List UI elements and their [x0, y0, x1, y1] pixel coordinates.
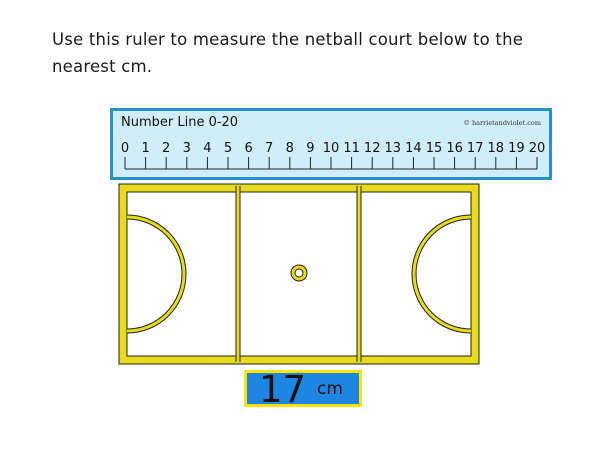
ruler-label-1: 1: [141, 141, 149, 156]
answer-unit: cm: [317, 379, 343, 399]
ruler-title: Number Line 0-20: [121, 115, 239, 130]
ruler-label-19: 19: [508, 141, 525, 156]
ruler-label-8: 8: [286, 141, 294, 156]
instruction-text: Use this ruler to measure the netball co…: [52, 30, 524, 76]
ruler-label-12: 12: [364, 141, 381, 156]
court-outer-line: [119, 184, 479, 364]
shooting-circle-left: [126, 215, 186, 333]
ruler-label-18: 18: [488, 141, 505, 156]
centre-circle: [291, 265, 307, 281]
ruler-label-13: 13: [385, 141, 402, 156]
ruler-label-10: 10: [323, 141, 340, 156]
ruler-label-14: 14: [405, 141, 422, 156]
ruler-label-4: 4: [203, 141, 211, 156]
court-inner-outline: [126, 191, 472, 357]
ruler-label-7: 7: [265, 141, 273, 156]
ruler-label-0: 0: [121, 141, 129, 156]
ruler-label-9: 9: [306, 141, 314, 156]
ruler-label-3: 3: [183, 141, 191, 156]
ruler: Number Line 0-20 © harrietandviolet.com …: [110, 108, 552, 180]
ruler-label-15: 15: [426, 141, 443, 156]
ruler-label-20: 20: [529, 141, 546, 156]
ruler-credit: © harrietandviolet.com: [463, 119, 541, 127]
answer-field: 17 cm: [247, 370, 359, 410]
court-inner-line: [123, 188, 475, 360]
shooting-circle-right: [412, 215, 472, 333]
ruler-label-2: 2: [162, 141, 170, 156]
ruler-label-17: 17: [467, 141, 484, 156]
ruler-label-11: 11: [343, 141, 360, 156]
court-drawing: [118, 183, 480, 365]
answer-value: 17: [259, 368, 307, 411]
netball-court: [118, 183, 480, 365]
ruler-label-16: 16: [446, 141, 463, 156]
ruler-label-5: 5: [224, 141, 232, 156]
ruler-label-6: 6: [244, 141, 252, 156]
answer-box: 17 cm: [244, 370, 362, 410]
court-outline: [118, 183, 480, 365]
